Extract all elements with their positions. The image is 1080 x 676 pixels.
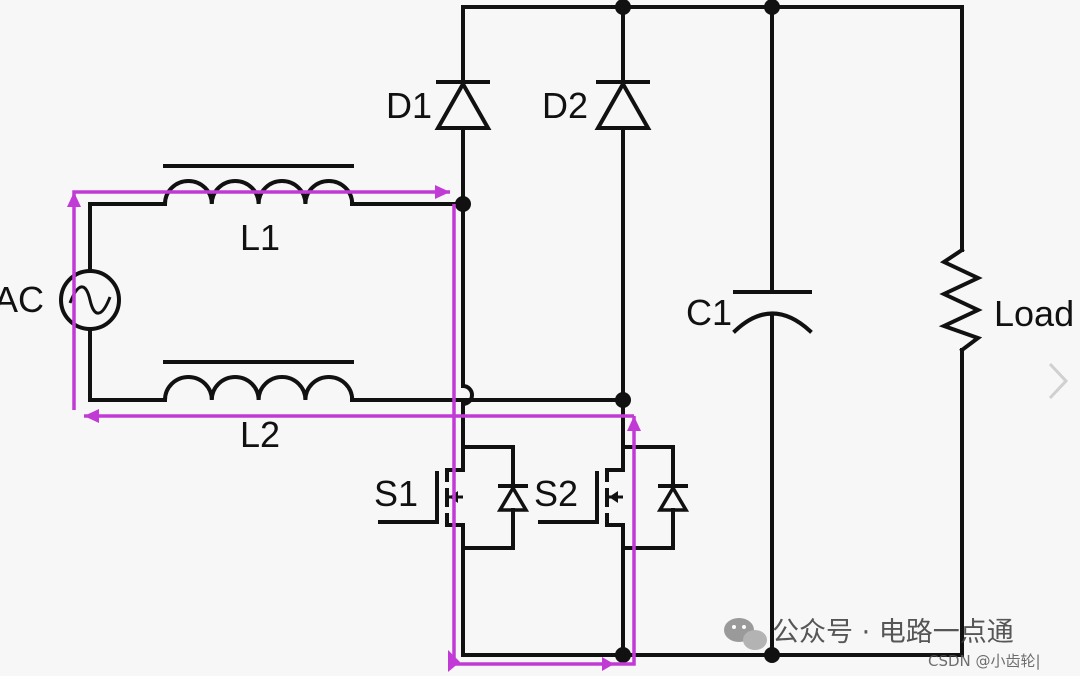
arrow-up-s2-icon <box>627 416 641 431</box>
sine-wave-icon <box>68 285 112 315</box>
label-load: Load <box>994 293 1074 334</box>
inductor-l1 <box>162 164 355 207</box>
resistor-load <box>938 247 983 353</box>
label-c1: C1 <box>686 292 732 333</box>
label-ac: AC <box>0 279 44 320</box>
label-s1: S1 <box>374 473 418 514</box>
capacitor-c1 <box>732 290 813 334</box>
label-l2: L2 <box>240 414 280 455</box>
arrow-right-bottom2-icon <box>602 657 614 671</box>
node-bottom-s2 <box>615 647 631 663</box>
node-l1-d1 <box>455 196 471 212</box>
current-path-highlight <box>67 185 641 672</box>
mosfet-s2 <box>538 445 690 550</box>
diode-d2 <box>594 79 652 130</box>
node-top-d2 <box>615 0 631 15</box>
label-d2: D2 <box>542 85 588 126</box>
arrow-up-icon <box>67 192 81 207</box>
node-bottom-c1 <box>764 647 780 663</box>
diode-d1 <box>434 79 492 130</box>
node-top-c1 <box>764 0 780 15</box>
wechat-logo-icon <box>724 618 767 650</box>
watermark: 公众号 · 电路一点通 CSDN @小齿轮| <box>724 617 1041 670</box>
chevron-right-icon[interactable] <box>1048 362 1069 400</box>
watermark-credit: CSDN @小齿轮| <box>928 652 1041 670</box>
node-l2-d2 <box>615 392 631 408</box>
label-d1: D1 <box>386 85 432 126</box>
arrow-right-icon <box>435 185 450 199</box>
arrow-right-bottom-icon <box>448 650 460 672</box>
label-s2: S2 <box>534 473 578 514</box>
watermark-text: 公众号 · 电路一点通 <box>772 617 1014 648</box>
wires <box>88 5 964 657</box>
ac-source <box>59 269 121 331</box>
wire-crossover-hop <box>460 383 474 407</box>
arrow-left-icon <box>84 409 99 423</box>
inductor-l2 <box>162 360 355 403</box>
current-path-lower-loop <box>452 204 636 666</box>
label-l1: L1 <box>240 217 280 258</box>
mosfet-s1 <box>378 445 530 550</box>
junction-nodes <box>455 0 780 663</box>
